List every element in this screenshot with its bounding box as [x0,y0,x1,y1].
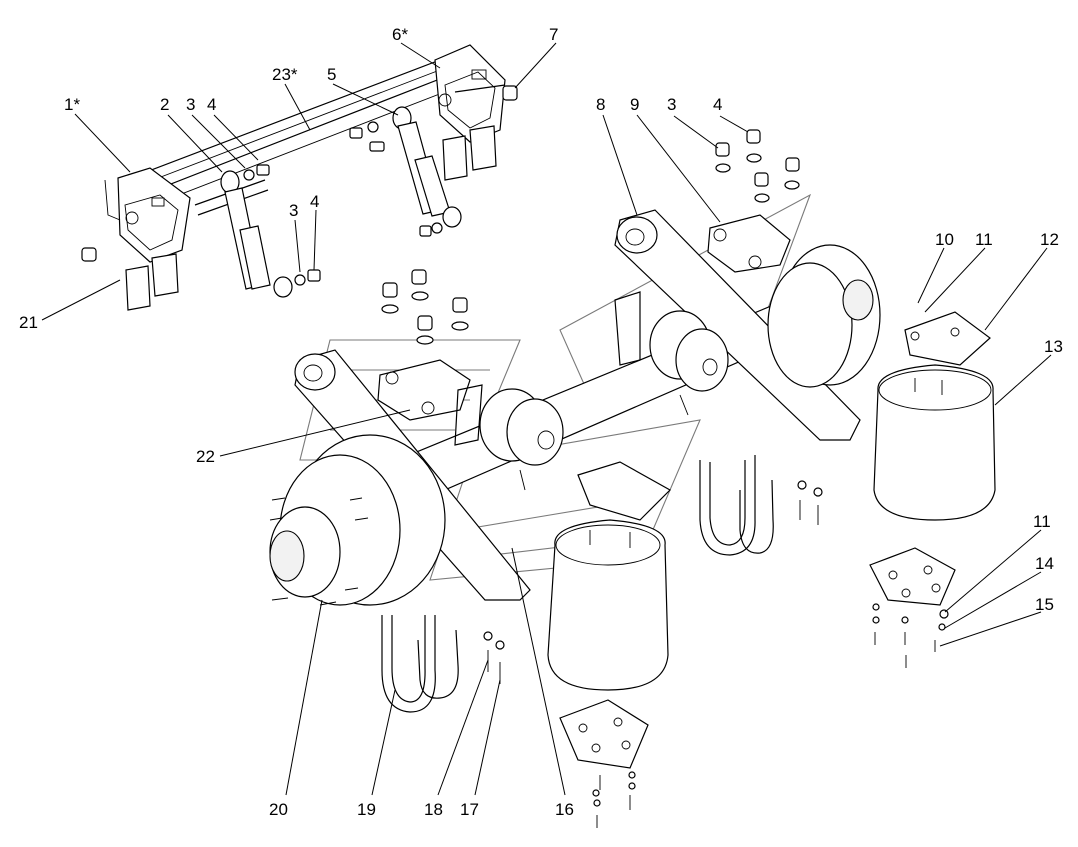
label-21: 21 [19,313,38,332]
label-9: 9 [630,95,639,114]
label-4-rear: 4 [713,95,722,114]
label-4: 4 [207,95,216,114]
label-19: 19 [357,800,376,819]
brake-drum-front [269,434,446,606]
air-spring-rear [873,311,996,521]
bracket-left [104,167,191,263]
label-2: 2 [160,95,169,114]
bracket-right [434,44,506,143]
label-20: 20 [269,800,288,819]
label-8: 8 [596,95,605,114]
brake-chambers [454,291,729,491]
label-11-upper: 11 [975,230,993,249]
label-17: 17 [460,800,479,819]
label-16: 16 [555,800,574,819]
label-15: 15 [1035,595,1054,614]
label-10: 10 [935,230,954,249]
nuts-on-axle-rear [715,129,800,203]
nuts-on-axle-front [381,269,469,345]
u-bolts-rear [699,455,774,556]
u-bolts-front [381,615,459,713]
label-5: 5 [327,65,336,84]
label-12: 12 [1040,230,1059,249]
brake-drum-rear [767,244,881,388]
label-13: 13 [1044,337,1063,356]
label-1: 1* [64,95,80,114]
air-spring-front [547,461,671,691]
lower-plate-center [559,699,649,769]
label-11-lower: 11 [1033,512,1051,531]
wear-plates [125,125,497,311]
lower-plate-right [869,547,956,606]
label-7: 7 [549,25,558,44]
label-4-lower: 4 [310,192,319,211]
label-14: 14 [1035,554,1054,573]
label-3: 3 [186,95,195,114]
label-3-lower: 3 [289,201,298,220]
callout-labels: 1* 2 3 4 23* 5 6* 7 3 4 21 8 9 3 4 10 11… [19,25,1063,819]
bolts-lower [483,480,949,828]
label-3-rear: 3 [667,95,676,114]
label-18: 18 [424,800,443,819]
shock-absorber-left [220,170,293,298]
leader-lines [41,42,1052,796]
label-6: 6* [392,25,408,44]
label-23: 23* [272,65,298,84]
shock-absorber-right [392,106,462,228]
fasteners-upper [81,85,518,286]
label-22: 22 [196,447,215,466]
